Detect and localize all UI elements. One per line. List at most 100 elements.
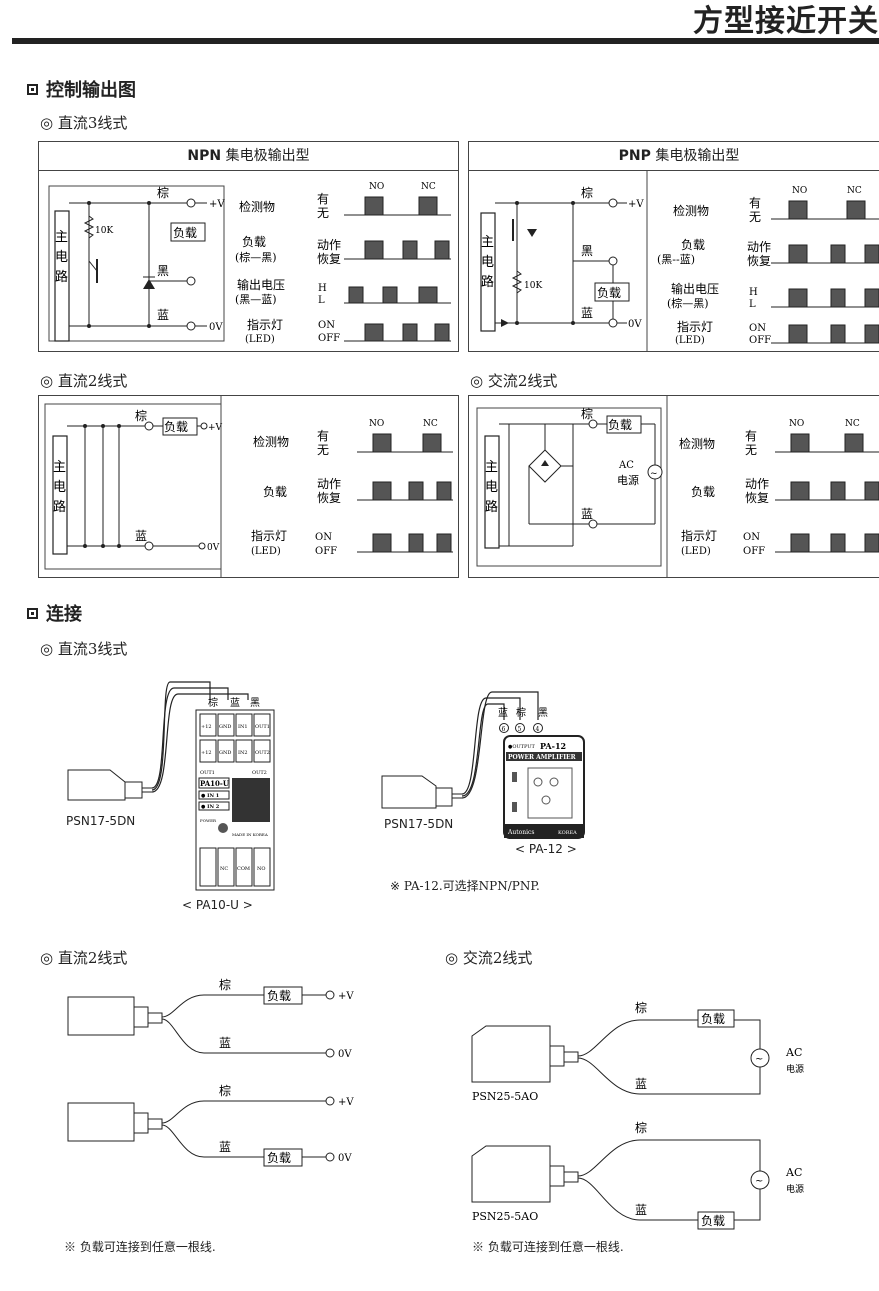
- ac-source-icon: [750, 1048, 770, 1068]
- section-output-heading: 控制输出图: [27, 76, 136, 102]
- svg-text:蓝: 蓝: [581, 306, 593, 320]
- svg-text:主: 主: [481, 235, 494, 250]
- svg-text:棕: 棕: [581, 185, 593, 200]
- pa10u-caption: < PA10-U >: [182, 898, 253, 912]
- svg-text:NC: NC: [421, 182, 436, 192]
- svg-text:NO: NO: [789, 419, 804, 429]
- svg-text:(黑—蓝): (黑—蓝): [235, 293, 277, 306]
- svg-text:检测物: 检测物: [679, 436, 715, 451]
- svg-text:~: ~: [755, 1176, 763, 1187]
- svg-text:棕: 棕: [635, 1120, 647, 1135]
- svg-text:AC: AC: [785, 1046, 802, 1059]
- svg-text:● IN 2: ● IN 2: [201, 804, 220, 810]
- svg-text:(棕—黑): (棕—黑): [235, 250, 277, 264]
- svg-text:ON: ON: [749, 323, 766, 334]
- svg-text:主: 主: [53, 460, 66, 475]
- svg-text:检测物: 检测物: [673, 203, 709, 218]
- ac-source-icon: [750, 1170, 770, 1190]
- svg-text:蓝: 蓝: [135, 529, 147, 543]
- svg-text:~: ~: [650, 469, 658, 479]
- svg-text:NC: NC: [845, 419, 860, 429]
- dc2-panel: 主 电 路 棕 蓝 负载 +V 0V NO NC 检测物 有 无 负载 动作 恢…: [38, 395, 459, 578]
- svg-text:负载: 负载: [267, 1151, 291, 1165]
- svg-text:Autonics: Autonics: [507, 829, 534, 836]
- svg-text:路: 路: [481, 274, 494, 290]
- subheading-dc3-connect: ◎ 直流3线式: [40, 640, 128, 658]
- svg-text:棕: 棕: [219, 1083, 231, 1098]
- svg-text:NO: NO: [257, 866, 265, 872]
- svg-text:恢复: 恢复: [745, 491, 769, 505]
- subheading-dc2-connect: ◎ 直流2线式: [40, 949, 128, 967]
- svg-text:+V: +V: [338, 991, 354, 1002]
- svg-text:棕: 棕: [208, 696, 218, 709]
- svg-text:有: 有: [317, 429, 329, 443]
- svg-text:+12: +12: [201, 750, 212, 756]
- svg-text:0V: 0V: [338, 1049, 352, 1060]
- svg-text:动作: 动作: [745, 477, 769, 491]
- svg-text:IN1: IN1: [238, 724, 248, 730]
- svg-text:路: 路: [485, 499, 498, 515]
- svg-text:负载: 负载: [701, 1012, 725, 1026]
- svg-text:NC: NC: [847, 186, 862, 196]
- svg-text:~: ~: [755, 1054, 763, 1065]
- svg-text:OFF: OFF: [318, 333, 340, 344]
- svg-text:恢复: 恢复: [317, 491, 341, 505]
- svg-text:黑: 黑: [538, 707, 548, 719]
- dc2-load-note: ※ 负载可连接到任意一根线.: [64, 1240, 216, 1254]
- svg-text:PA-12: PA-12: [540, 741, 566, 751]
- svg-text:蓝: 蓝: [157, 308, 169, 322]
- svg-text:有: 有: [749, 196, 761, 210]
- svg-text:检测物: 检测物: [239, 199, 275, 214]
- svg-text:OUT2: OUT2: [255, 750, 270, 756]
- square-bullet-icon: [27, 608, 38, 619]
- svg-text:负载: 负载: [267, 989, 291, 1003]
- dc2-wiring-diagram: 棕 负载 +V 蓝 0V 棕 +V 蓝 负载 0V: [67, 977, 354, 1167]
- svg-text:●OUTPUT: ●OUTPUT: [508, 744, 536, 750]
- svg-text:NC: NC: [220, 866, 228, 872]
- svg-text:GND: GND: [219, 724, 231, 730]
- npn-circuit-diagram: 主 电 路 10K 棕 黑 蓝 +V 0V 负载 NO NC 检测物 有 无 负…: [48, 182, 451, 345]
- svg-text:动作: 动作: [317, 477, 341, 491]
- ac2-load-note: ※ 负载可连接到任意一根线.: [472, 1240, 624, 1254]
- svg-text:10K: 10K: [95, 226, 113, 236]
- svg-text:0V: 0V: [209, 322, 223, 333]
- title-bar: [12, 38, 879, 44]
- svg-text:指示灯: 指示灯: [247, 317, 283, 332]
- svg-text:AC: AC: [785, 1166, 802, 1179]
- svg-text:COM: COM: [237, 866, 250, 872]
- svg-text:主: 主: [485, 460, 498, 475]
- svg-text:负载: 负载: [701, 1214, 725, 1228]
- svg-text:负载: 负载: [608, 418, 632, 432]
- dc2-sensor-2: 棕 +V 蓝 负载 0V: [67, 1083, 354, 1167]
- svg-text:棕: 棕: [135, 408, 147, 423]
- svg-text:OFF: OFF: [743, 546, 765, 557]
- svg-text:电源: 电源: [617, 473, 639, 487]
- ac2-wiring-diagram: 棕 负载 蓝 ~ AC 电源 PSN25-5AO 棕 蓝 负载 ~ AC 电源 …: [471, 1000, 804, 1230]
- npn-panel-header: NPN 集电极输出型: [39, 142, 458, 171]
- svg-text:输出电压: 输出电压: [237, 277, 285, 292]
- sensor-body: [67, 769, 126, 801]
- page-title: 方型接近开关: [693, 4, 879, 39]
- svg-text:蓝: 蓝: [498, 707, 508, 719]
- svg-text:棕: 棕: [581, 406, 593, 421]
- svg-text:L: L: [318, 295, 325, 306]
- svg-text:(黑--蓝): (黑--蓝): [657, 253, 695, 266]
- svg-text:蓝: 蓝: [635, 1203, 647, 1217]
- pnp-panel-header: PNP 集电极输出型: [469, 142, 879, 171]
- svg-text:恢复: 恢复: [747, 254, 771, 268]
- npn-panel: NPN 集电极输出型 主 电 路 10K 棕 黑 蓝 +V 0V 负载 NO N…: [38, 141, 459, 352]
- pnp-panel: PNP 集电极输出型 主 电 路 10K 棕 黑 蓝 +V 0V 负载 NO: [468, 141, 879, 352]
- svg-text:(棕—黑): (棕—黑): [667, 296, 709, 310]
- pa12-caption: < PA-12 >: [515, 842, 577, 856]
- svg-text:NO: NO: [792, 186, 807, 196]
- pa12-note: ※ PA-12.可选择NPN/PNP.: [390, 879, 540, 893]
- dc2-sensor-1: 棕 负载 +V 蓝 0V: [67, 977, 354, 1060]
- svg-text:电: 电: [53, 480, 66, 495]
- ac2-panel: 主 电 路 棕 蓝 负载 ~ AC 电源 NO NC 检测物 有 无 负载 动作…: [468, 395, 879, 578]
- model-label-dc3-b: PSN17-5DN: [384, 817, 454, 831]
- ac2-circuit-diagram: 主 电 路 棕 蓝 负载 ~ AC 电源 NO NC 检测物 有 无 负载 动作…: [476, 396, 879, 577]
- svg-text:OFF: OFF: [749, 335, 771, 346]
- svg-text:PSN25-5AO: PSN25-5AO: [472, 1090, 538, 1103]
- svg-text:无: 无: [745, 443, 757, 457]
- svg-text:负载: 负载: [263, 485, 287, 499]
